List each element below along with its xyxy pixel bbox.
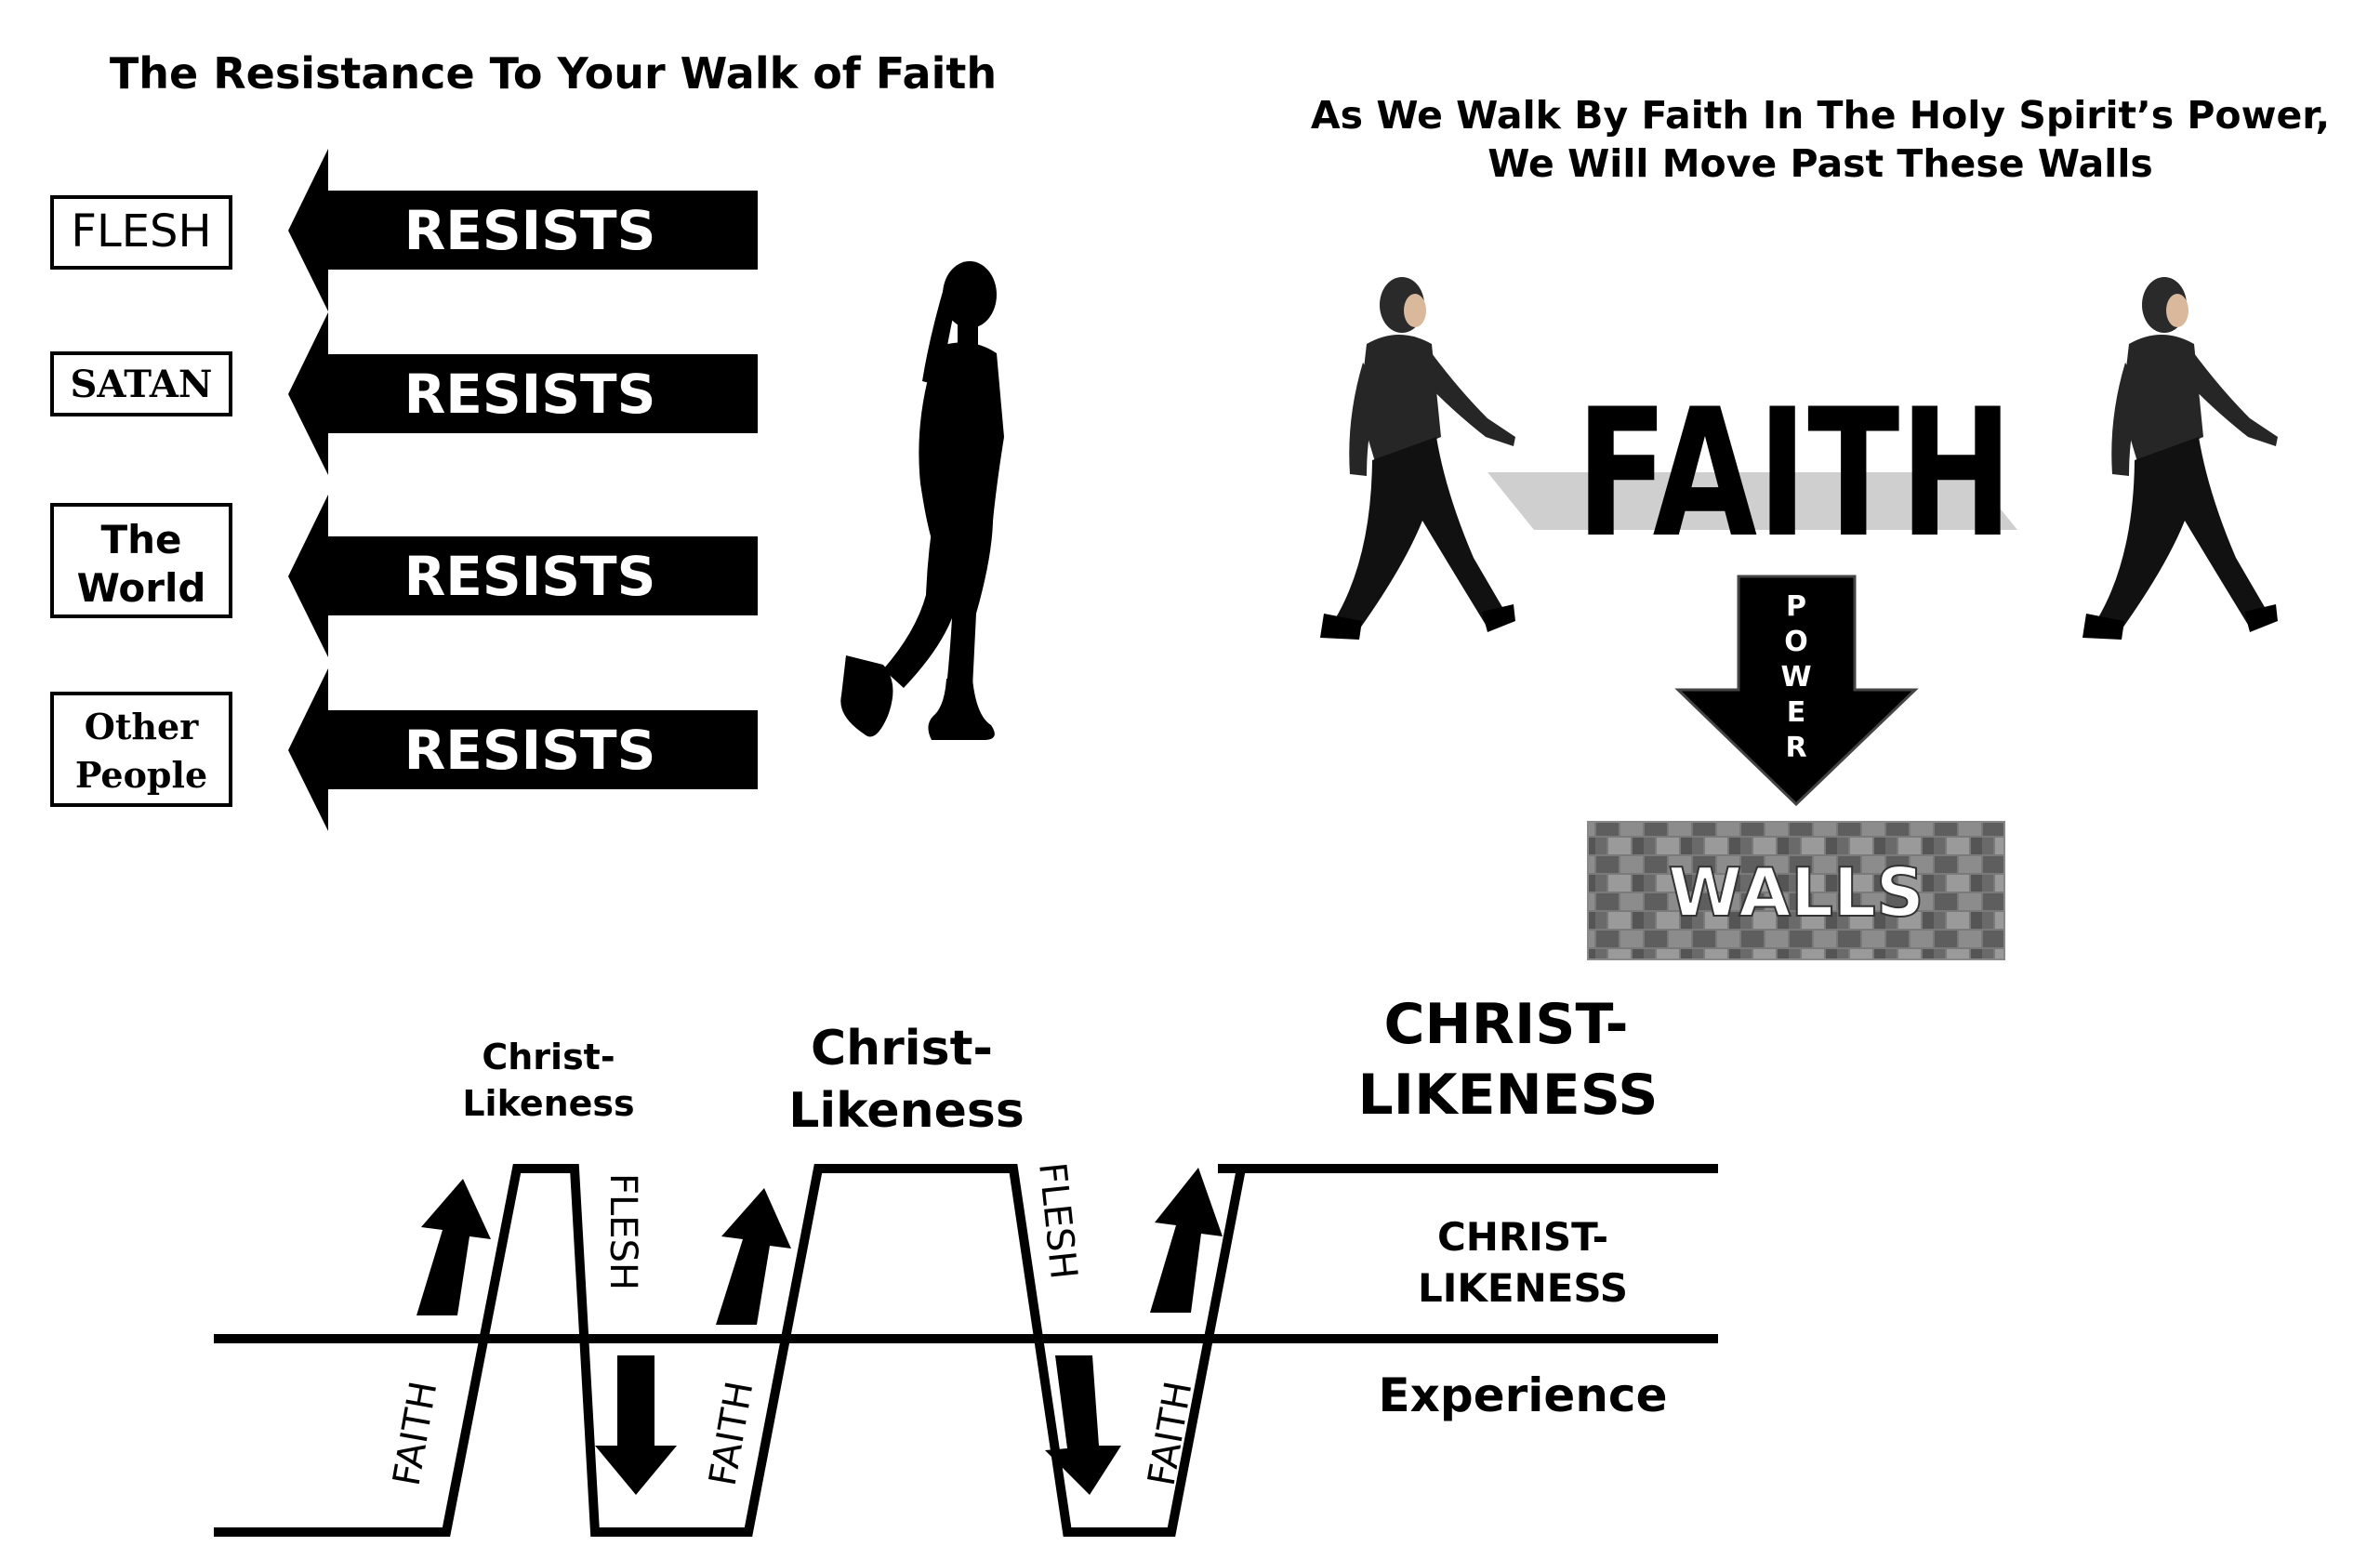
world-box-line2: World <box>77 565 206 611</box>
power-letter-p: P <box>1786 590 1806 623</box>
right-panel-title-line2: We Will Move Past These Walls <box>1488 141 2153 186</box>
band-label-line1: CHRIST- <box>1437 1214 1608 1260</box>
woman-silhouette <box>840 261 1004 740</box>
left-panel-title: The Resistance To Your Walk of Faith <box>110 48 997 99</box>
resists-arrow-3: RESISTS <box>288 495 758 657</box>
resists-arrow-4: RESISTS <box>288 668 758 831</box>
peak3-label-line2: LIKENESS <box>1358 1063 1659 1128</box>
world-box <box>50 503 232 618</box>
peak2-label-line2: Likeness <box>788 1083 1025 1139</box>
walking-man-right <box>2082 277 2278 640</box>
walls-block <box>1587 821 2005 960</box>
flesh-label-1: FLESH <box>602 1173 644 1290</box>
resists-arrow-3-label: RESISTS <box>404 545 656 608</box>
satan-box-label: SATAN <box>71 363 213 406</box>
resists-arrow-2-label: RESISTS <box>404 363 656 426</box>
up-arrow-3 <box>1150 1168 1223 1313</box>
faith-label-1: FAITH <box>386 1378 446 1488</box>
right-panel-title-line1: As We Walk By Faith In The Holy Spirit’s… <box>1311 93 2330 138</box>
power-letter-o: O <box>1784 626 1808 658</box>
up-arrow-1 <box>416 1179 491 1315</box>
resists-arrow-4-label: RESISTS <box>404 719 656 782</box>
up-arrow-2 <box>716 1188 791 1325</box>
people-box-line2: People <box>75 754 207 796</box>
world-box-line1: The <box>100 517 181 562</box>
resists-arrow-1: RESISTS <box>288 149 758 311</box>
walk-path <box>214 1164 1718 1537</box>
peak3-label-line1: CHRIST- <box>1384 992 1629 1057</box>
down-arrow-2 <box>1045 1355 1121 1495</box>
flesh-box <box>50 195 232 270</box>
flesh-box-label: FLESH <box>71 205 211 258</box>
power-letter-e: E <box>1787 696 1806 729</box>
down-arrow-1 <box>595 1355 677 1495</box>
peak1-label-line2: Likeness <box>462 1083 634 1124</box>
walls-label: WALLS <box>1668 853 1924 932</box>
satan-box <box>50 351 232 416</box>
people-box <box>50 692 232 807</box>
resists-arrow-1-label: RESISTS <box>404 199 656 262</box>
faith-word: FAITH <box>1576 371 2013 576</box>
power-letter-r: R <box>1785 732 1806 764</box>
power-arrow <box>1674 575 1919 807</box>
people-box-line1: Other <box>85 706 199 747</box>
faith-shadow <box>1488 472 2017 530</box>
power-letter-w: W <box>1780 661 1811 694</box>
faith-label-2: FAITH <box>702 1378 762 1488</box>
resists-arrow-2: RESISTS <box>288 312 758 475</box>
peak2-label-line1: Christ- <box>811 1021 993 1077</box>
peak1-label-line1: Christ- <box>482 1037 615 1077</box>
flesh-label-2: FLESH <box>1030 1160 1085 1281</box>
walking-man-left <box>1320 277 1515 640</box>
faith-label-3: FAITH <box>1141 1378 1201 1488</box>
band-label-line2: LIKENESS <box>1418 1265 1628 1311</box>
experience-label: Experience <box>1379 1368 1668 1422</box>
